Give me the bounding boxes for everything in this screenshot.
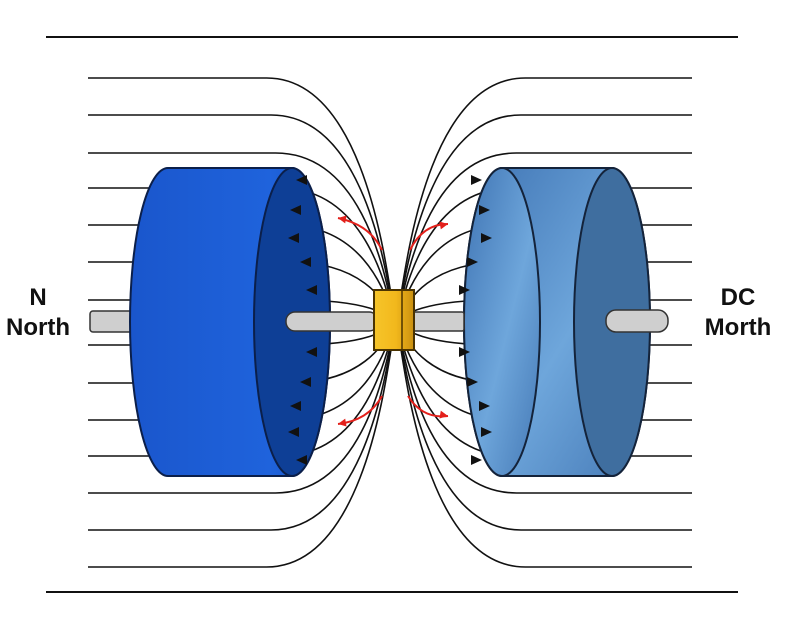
- right-field-arrowhead: [467, 257, 478, 267]
- left-pole-label-line2: North: [6, 314, 70, 341]
- red-arrow-upper-left: [337, 215, 383, 251]
- right-field-arrowhead: [471, 175, 482, 185]
- right-axle-stub: [605, 309, 669, 333]
- right-pole-label-line1: DC: [720, 284, 756, 311]
- red-arrow-lower-right: [407, 395, 449, 419]
- red-arrow-lower-left: [337, 395, 383, 427]
- left-field-arrowhead: [306, 285, 317, 295]
- right-magnet-front-face: [463, 167, 541, 477]
- right-field-arrowhead: [479, 401, 490, 411]
- right-field-arrowhead: [459, 285, 470, 295]
- right-field-arrowhead: [459, 347, 470, 357]
- left-field-arrowhead: [300, 257, 311, 267]
- field-arrows: [288, 175, 492, 465]
- right-field-arrowhead: [481, 233, 492, 243]
- red-arrow-upper-right: [409, 221, 449, 251]
- left-pole-label-line1: N: [29, 284, 47, 311]
- right-field-arrowhead: [471, 455, 482, 465]
- right-field-arrowhead: [481, 427, 492, 437]
- left-field-arrowhead: [296, 175, 307, 185]
- left-field-arrowhead: [306, 347, 317, 357]
- left-field-arrowhead: [288, 427, 299, 437]
- right-field-arrowhead: [479, 205, 490, 215]
- center-axle-left: [285, 311, 379, 332]
- left-field-arrowhead: [290, 205, 301, 215]
- left-field-arrowhead: [296, 455, 307, 465]
- right-pole-label-line2: Morth: [704, 314, 772, 341]
- left-field-arrowhead: [300, 377, 311, 387]
- right-pole-label: DC Morth: [676, 283, 800, 343]
- right-field-arrowhead: [467, 377, 478, 387]
- red-flux-arrows: [337, 215, 449, 427]
- left-field-arrowhead: [290, 401, 301, 411]
- left-field-arrowhead: [288, 233, 299, 243]
- center-axle-right: [407, 311, 465, 332]
- left-pole-label: N North: [0, 283, 76, 343]
- center-coil-block: [373, 289, 415, 351]
